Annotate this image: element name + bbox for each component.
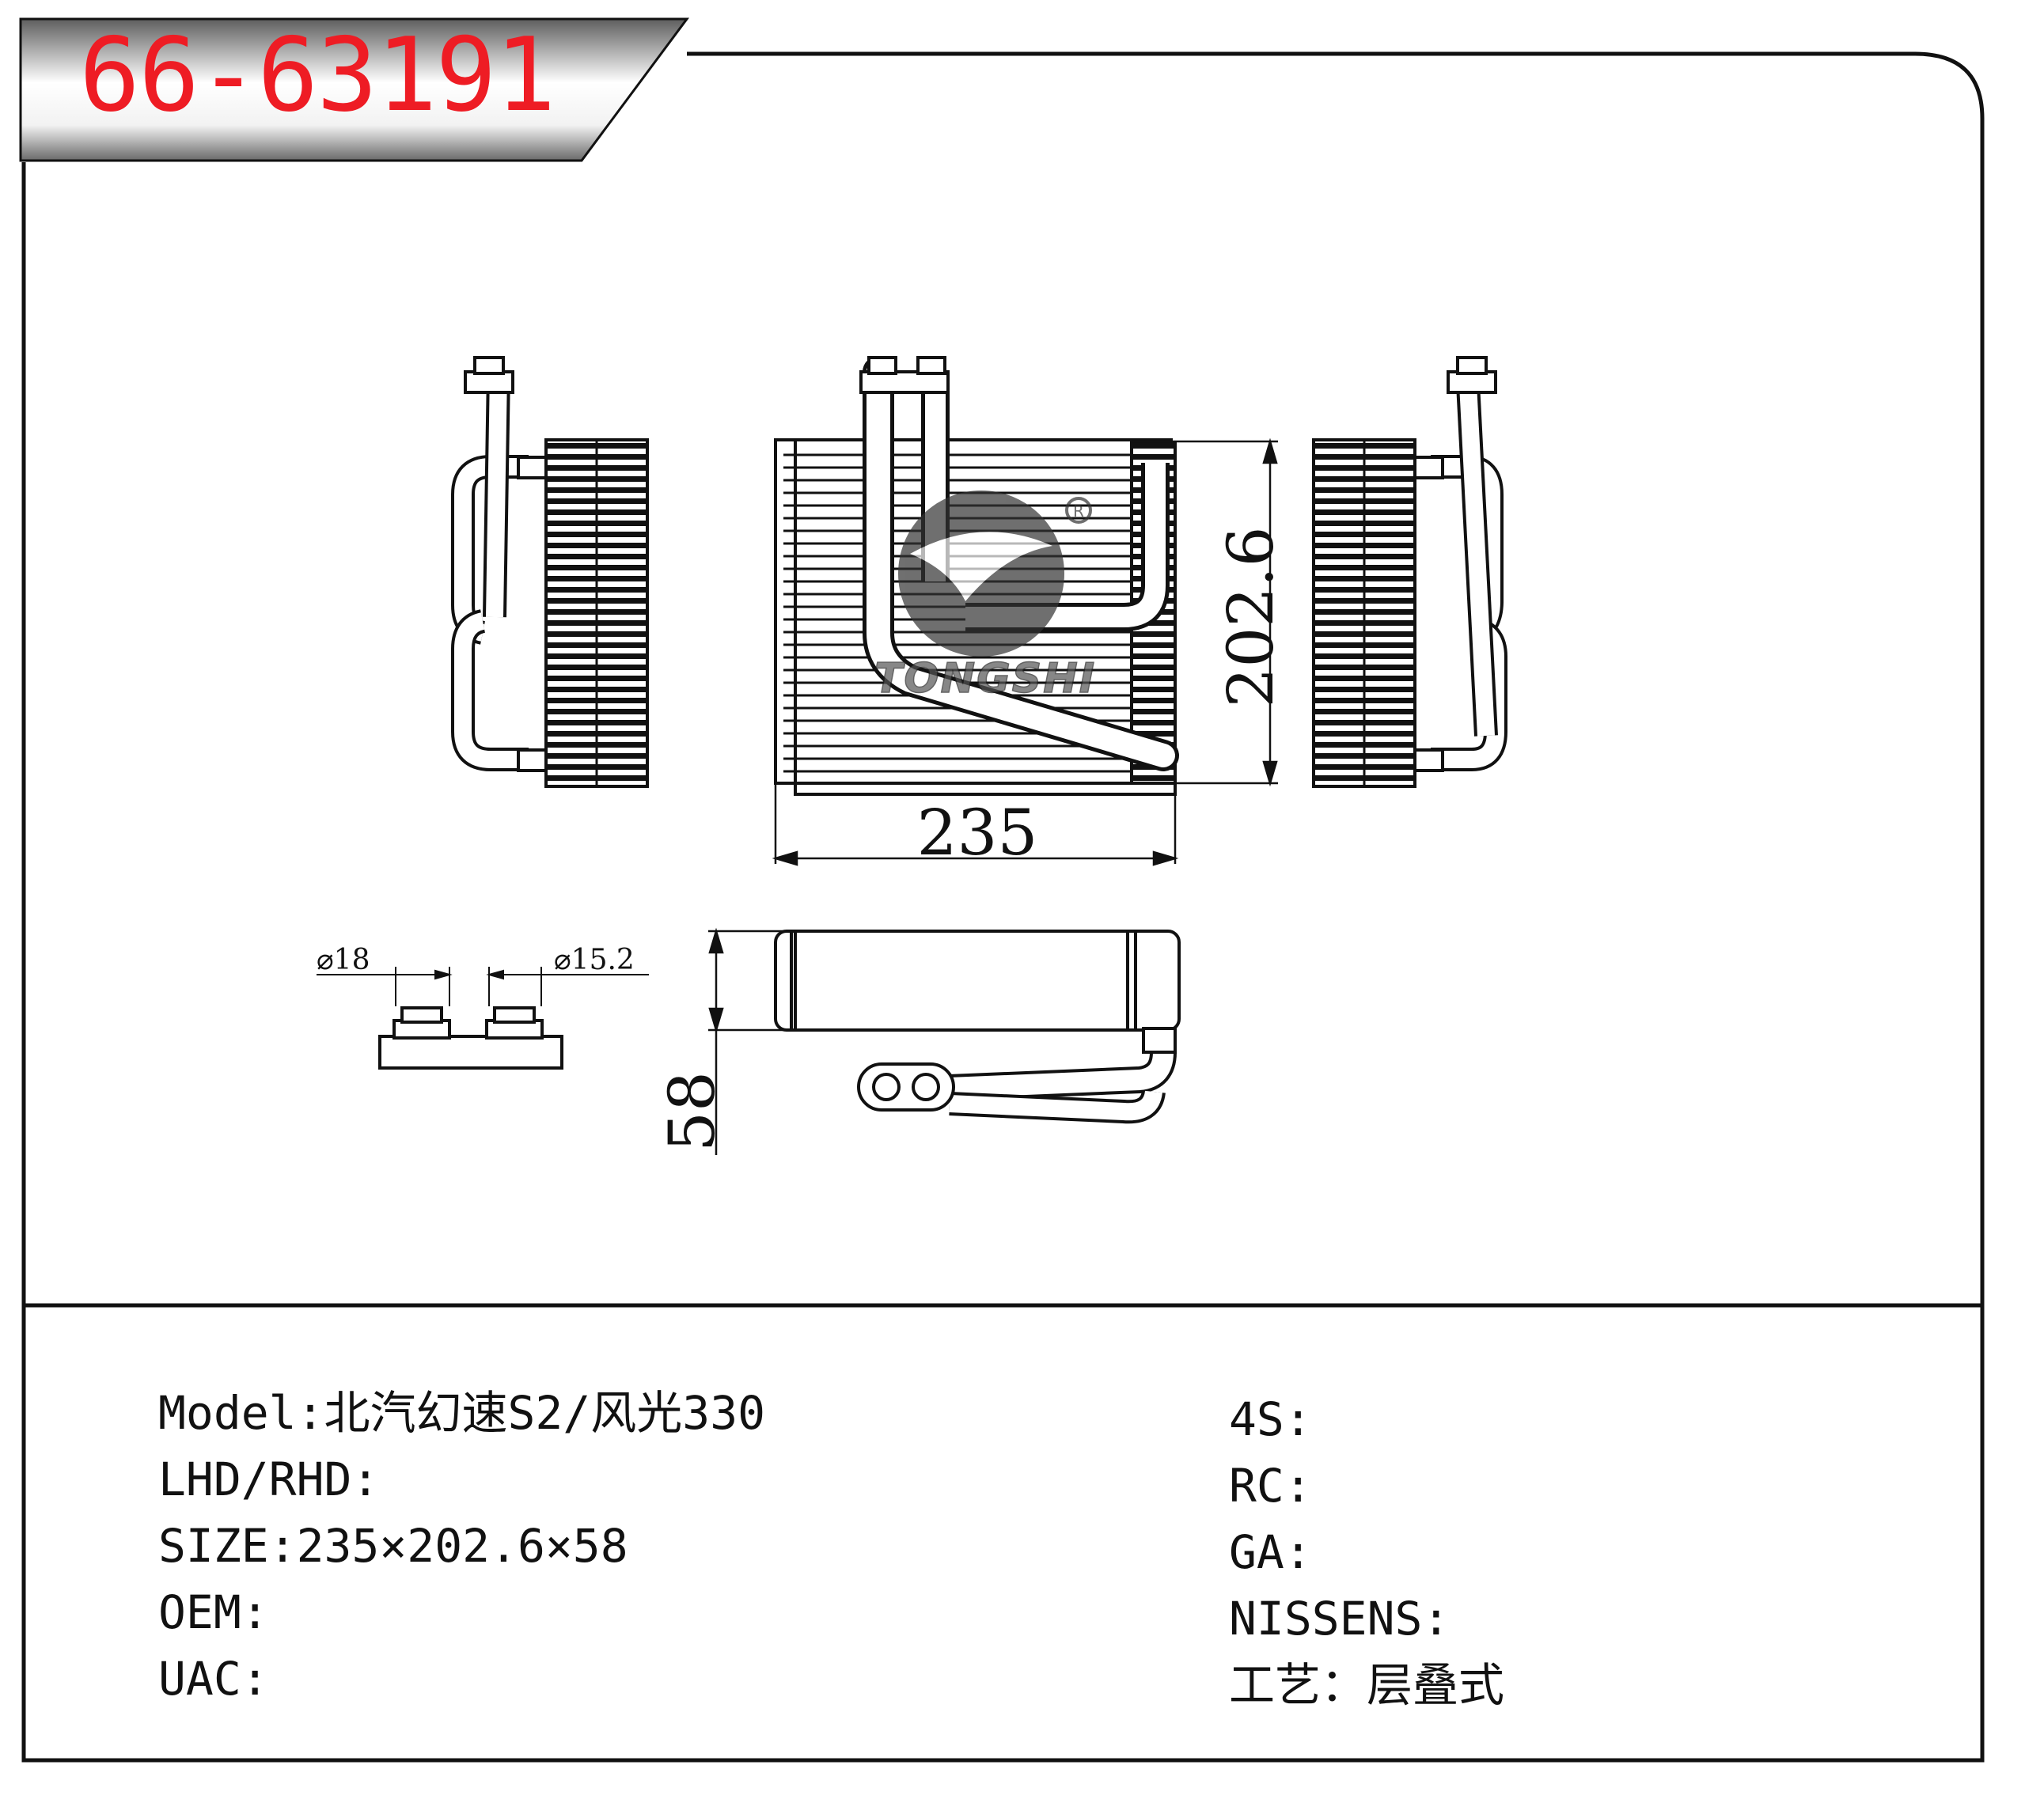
spec-row: LHD/RHD: [158, 1456, 379, 1502]
spec-label: 工艺： [1229, 1658, 1367, 1712]
part-number: 66-63191 [79, 17, 556, 134]
header-tab [19, 17, 689, 162]
spec-label: NISSENS: [1229, 1592, 1451, 1646]
spec-row: SIZE:235×202.6×58 [158, 1523, 628, 1569]
front-view-pipes [859, 356, 1179, 771]
flange-dimensions [317, 967, 649, 1006]
spec-row: 工艺：层叠式 [1229, 1662, 1504, 1708]
spec-row: OEM: [158, 1589, 269, 1635]
flange-detail [378, 1006, 563, 1070]
spec-value: 235×202.6×58 [296, 1519, 628, 1573]
inlet-diameter-label: ⌀18 [317, 944, 370, 976]
spec-value: 北汽幻速S2/风光330 [324, 1386, 766, 1440]
spec-label: 4S: [1229, 1392, 1312, 1446]
depth-label: 58 [655, 1071, 729, 1152]
spec-row: 4S: [1229, 1396, 1312, 1442]
spec-value: 层叠式 [1367, 1658, 1505, 1712]
outlet-diameter-label: ⌀15.2 [554, 944, 635, 976]
height-dimension [1132, 437, 1278, 787]
spec-label: Model: [158, 1386, 324, 1440]
outer-frame [21, 51, 1985, 1763]
spec-row: RC: [1229, 1463, 1312, 1509]
top-view [774, 930, 1181, 1124]
registered-mark: R [1073, 502, 1084, 521]
spec-label: LHD/RHD: [158, 1452, 380, 1506]
right-side-view [1312, 356, 1507, 788]
spec-label: OEM: [158, 1585, 269, 1639]
width-label: 235 [917, 796, 1038, 869]
spec-label: SIZE: [158, 1519, 297, 1573]
spec-row: UAC: [158, 1656, 269, 1702]
spec-row: Model:北汽幻速S2/风光330 [158, 1390, 765, 1436]
width-dimension [772, 783, 1179, 866]
spec-row: NISSENS: [1229, 1596, 1450, 1642]
spec-row: GA: [1229, 1529, 1312, 1575]
logo-text: TONGSHI [874, 655, 1096, 703]
spec-label: UAC: [158, 1652, 269, 1706]
spec-label: RC: [1229, 1459, 1312, 1513]
left-side-view [451, 356, 649, 788]
depth-dimension [708, 927, 791, 1155]
tongshi-logo: R TONGSHI [874, 490, 1096, 703]
spec-label: GA: [1229, 1525, 1312, 1579]
height-label: 202.6 [1214, 526, 1287, 707]
